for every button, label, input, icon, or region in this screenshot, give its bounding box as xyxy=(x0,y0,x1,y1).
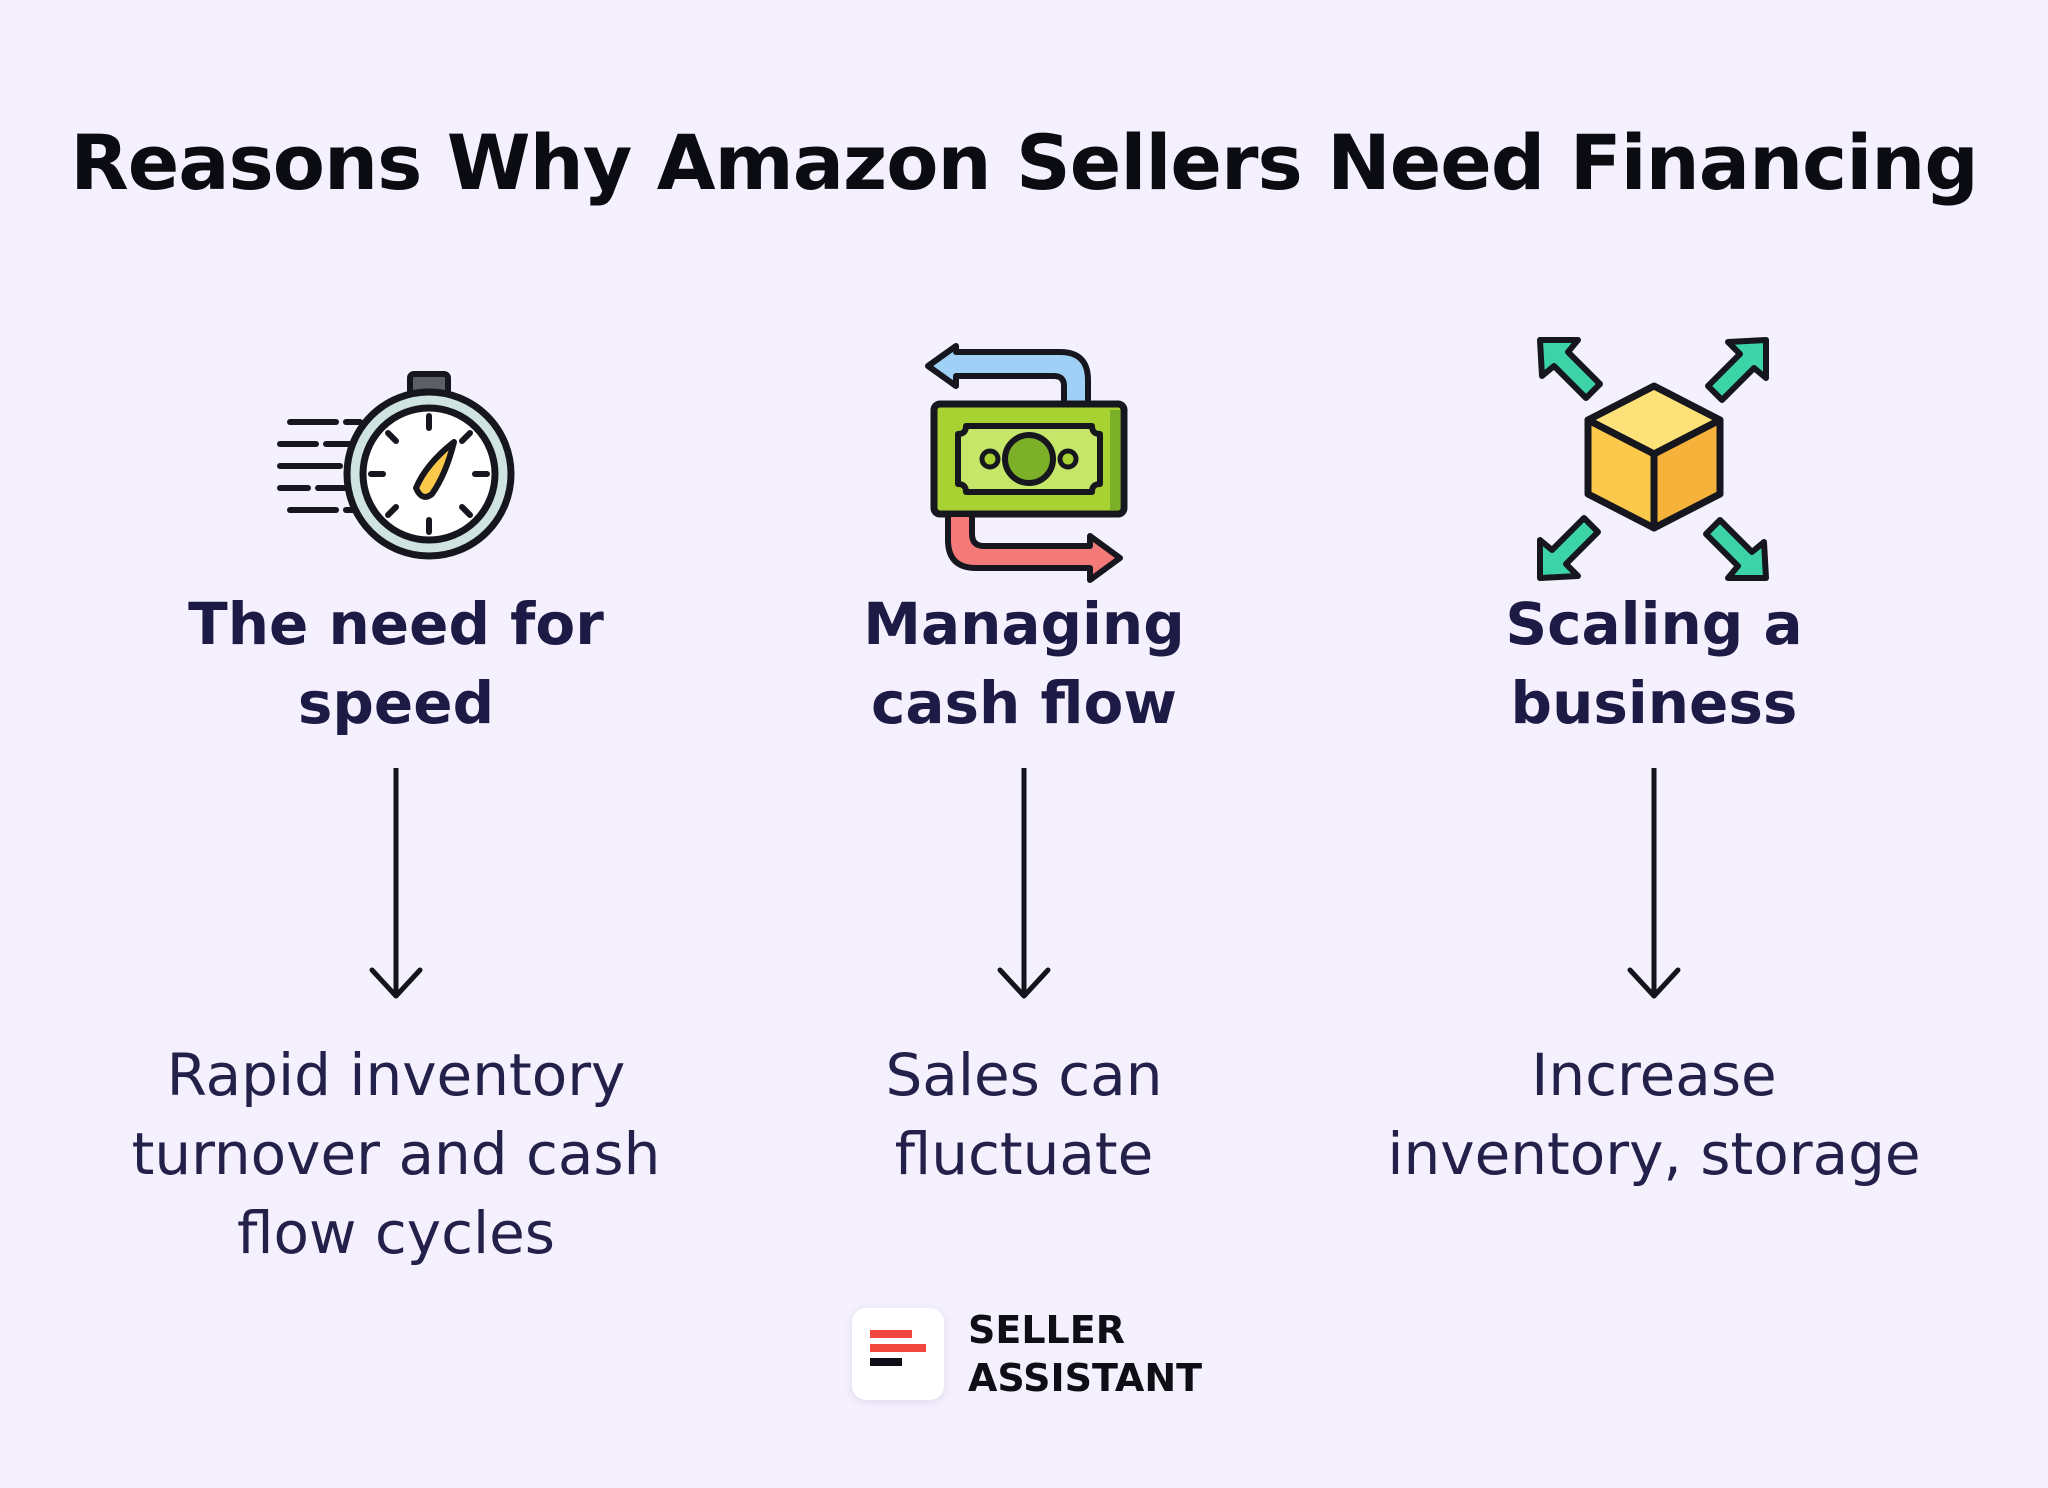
seller-assistant-logo-icon xyxy=(852,1308,944,1400)
column-description: Increase inventory, storage xyxy=(1387,1041,1921,1188)
box-expand-arrows-icon xyxy=(1534,330,1774,590)
column-heading: Scaling a business xyxy=(1505,590,1803,737)
column-speed: The need for speed Rapid inventory turno… xyxy=(76,0,716,1330)
seller-assistant-logo: SELLER ASSISTANT xyxy=(852,1306,1202,1402)
column-scaling: Scaling a business Increase inventory, s… xyxy=(1334,0,1974,1330)
page-title: Reasons Why Amazon Sellers Need Financin… xyxy=(70,118,1979,207)
column-heading: The need for speed xyxy=(188,590,604,737)
logo-wordmark: SELLER ASSISTANT xyxy=(968,1308,1203,1400)
column-description: Sales can fluctuate xyxy=(885,1041,1163,1188)
cash-flow-arrows-icon xyxy=(904,330,1144,590)
down-arrow-icon xyxy=(1627,768,1681,999)
down-arrow-icon xyxy=(369,768,423,999)
column-cash-flow: Managing cash flow Sales can fluctuate xyxy=(704,0,1344,1330)
down-arrow-icon xyxy=(997,768,1051,999)
stopwatch-speed-icon xyxy=(276,330,516,590)
column-heading: Managing cash flow xyxy=(863,590,1185,737)
column-description: Rapid inventory turnover and cash flow c… xyxy=(131,1041,661,1267)
